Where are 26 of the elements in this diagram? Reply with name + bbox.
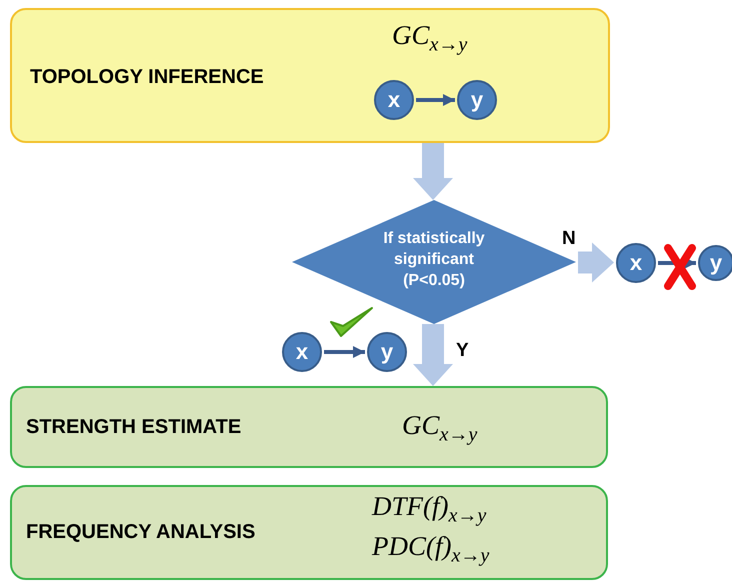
- process-box: [10, 485, 608, 580]
- formula: GC$_{x→y}$: [392, 20, 468, 56]
- edge-label: Y: [456, 340, 469, 362]
- formula: DTF(f)$_{x→y}$: [372, 491, 486, 528]
- arrow: [324, 346, 365, 358]
- decision-diamond: [292, 200, 576, 324]
- edge-label: N: [562, 228, 576, 250]
- box-heading: FREQUENCY ANALYSIS: [26, 521, 256, 544]
- arrow: [658, 257, 696, 269]
- process-box: [10, 386, 608, 468]
- variable-circle: x: [282, 332, 322, 372]
- arrow: [413, 143, 453, 200]
- variable-circle: y: [457, 80, 497, 120]
- variable-circle: x: [616, 243, 656, 283]
- variable-circle: y: [367, 332, 407, 372]
- box-heading: STRENGTH ESTIMATE: [26, 416, 242, 439]
- arrow: [413, 324, 453, 386]
- variable-circle: x: [374, 80, 414, 120]
- decision-text: If statistically significant (P<0.05): [382, 229, 486, 291]
- variable-circle: y: [698, 245, 732, 281]
- formula: GC$_{x→y}$: [402, 410, 478, 446]
- box-heading: TOPOLOGY INFERENCE: [30, 66, 264, 89]
- formula: PDC(f)$_{x→y}$: [372, 531, 490, 568]
- arrow: [416, 94, 455, 106]
- process-box: [10, 8, 610, 143]
- arrow: [578, 242, 614, 282]
